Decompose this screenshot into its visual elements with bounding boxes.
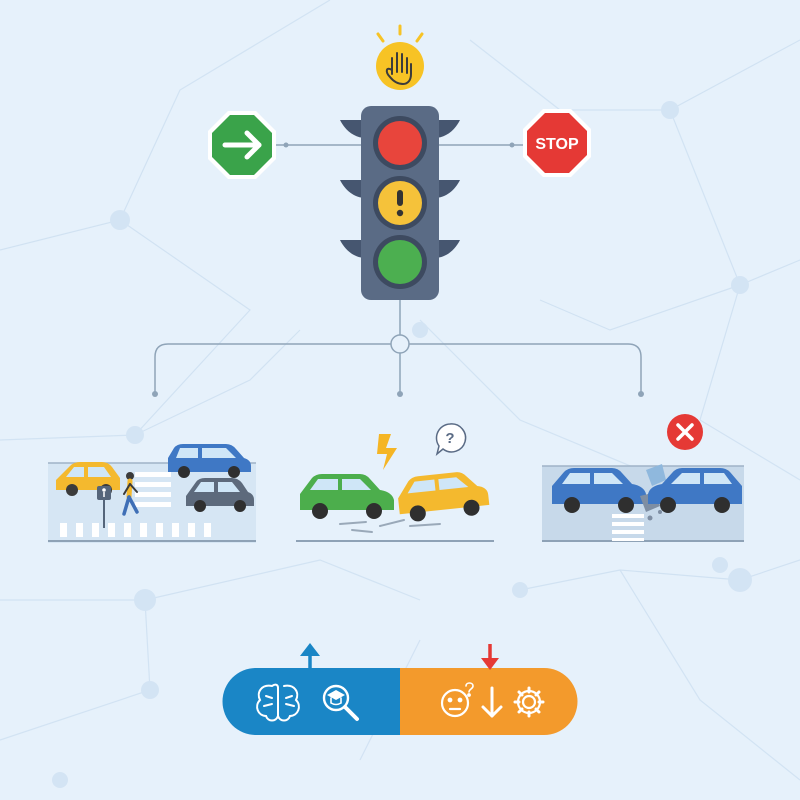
magnifier-graduation-cap-icon <box>322 684 359 721</box>
exclamation-icon <box>396 190 404 217</box>
raised-hand-icon <box>385 52 412 85</box>
blue-car <box>168 444 251 478</box>
error-badge <box>667 414 703 450</box>
down-arrow-indicator-icon <box>481 644 499 670</box>
hand-badge-circle <box>376 42 424 90</box>
background-network <box>0 0 800 781</box>
down-arrow-icon <box>481 686 503 718</box>
crosswalk-stripes <box>60 472 211 537</box>
go-sign <box>208 111 276 179</box>
grey-car <box>186 478 254 512</box>
gear-icon <box>513 686 545 718</box>
scene-head-on-crash <box>542 414 744 542</box>
network-node <box>728 568 752 592</box>
network-node <box>512 582 528 598</box>
pedestrian-figure <box>122 472 139 516</box>
brain-icon <box>256 683 300 722</box>
network-node <box>712 557 728 573</box>
scene-two-car-collision: ? <box>296 423 494 542</box>
network-node <box>141 681 159 699</box>
close-x-icon <box>676 423 694 441</box>
network-node <box>126 426 144 444</box>
network-node <box>110 210 130 230</box>
impact-debris <box>339 519 441 533</box>
network-node <box>134 589 156 611</box>
red-light-icon <box>378 121 422 165</box>
raised-hand-badge <box>376 24 424 90</box>
green-car <box>300 474 394 519</box>
svg-text:?: ? <box>445 430 454 447</box>
crosswalk-stripes <box>612 514 644 541</box>
network-node <box>52 772 68 788</box>
branch-hub <box>390 334 410 354</box>
pedestrian-sign <box>97 486 111 528</box>
badge-rays <box>376 24 424 43</box>
connector-dot <box>509 142 515 148</box>
question-bubble-icon: ? <box>435 423 467 457</box>
background-network-nodes <box>52 101 752 788</box>
stop-sign-icon <box>527 113 587 173</box>
branch-end-dot <box>638 391 644 397</box>
blue-car-left <box>552 468 646 513</box>
split-bar <box>222 643 578 735</box>
lightning-bolt-icon <box>377 434 397 470</box>
split-bar-orange-half <box>400 668 578 735</box>
network-node <box>731 276 749 294</box>
confused-face-icon <box>440 682 474 718</box>
up-arrow-icon <box>300 643 320 700</box>
branch-end-dot <box>152 391 158 397</box>
connector-dot <box>283 142 289 148</box>
green-light-icon <box>378 240 422 284</box>
traffic-light-visors <box>340 120 460 258</box>
yellow-car-crashed <box>398 472 490 522</box>
branch-end-dot <box>397 391 403 397</box>
scene-intersection-with-pedestrian <box>48 444 256 543</box>
stop-sign: STOP <box>523 109 591 177</box>
network-node <box>412 322 428 338</box>
network-node <box>661 101 679 119</box>
stop-sign-text: STOP <box>535 136 579 153</box>
branch-connector <box>154 300 642 392</box>
right-arrow-icon <box>222 130 262 160</box>
traffic-light <box>340 106 460 300</box>
blue-car-right <box>648 468 742 513</box>
